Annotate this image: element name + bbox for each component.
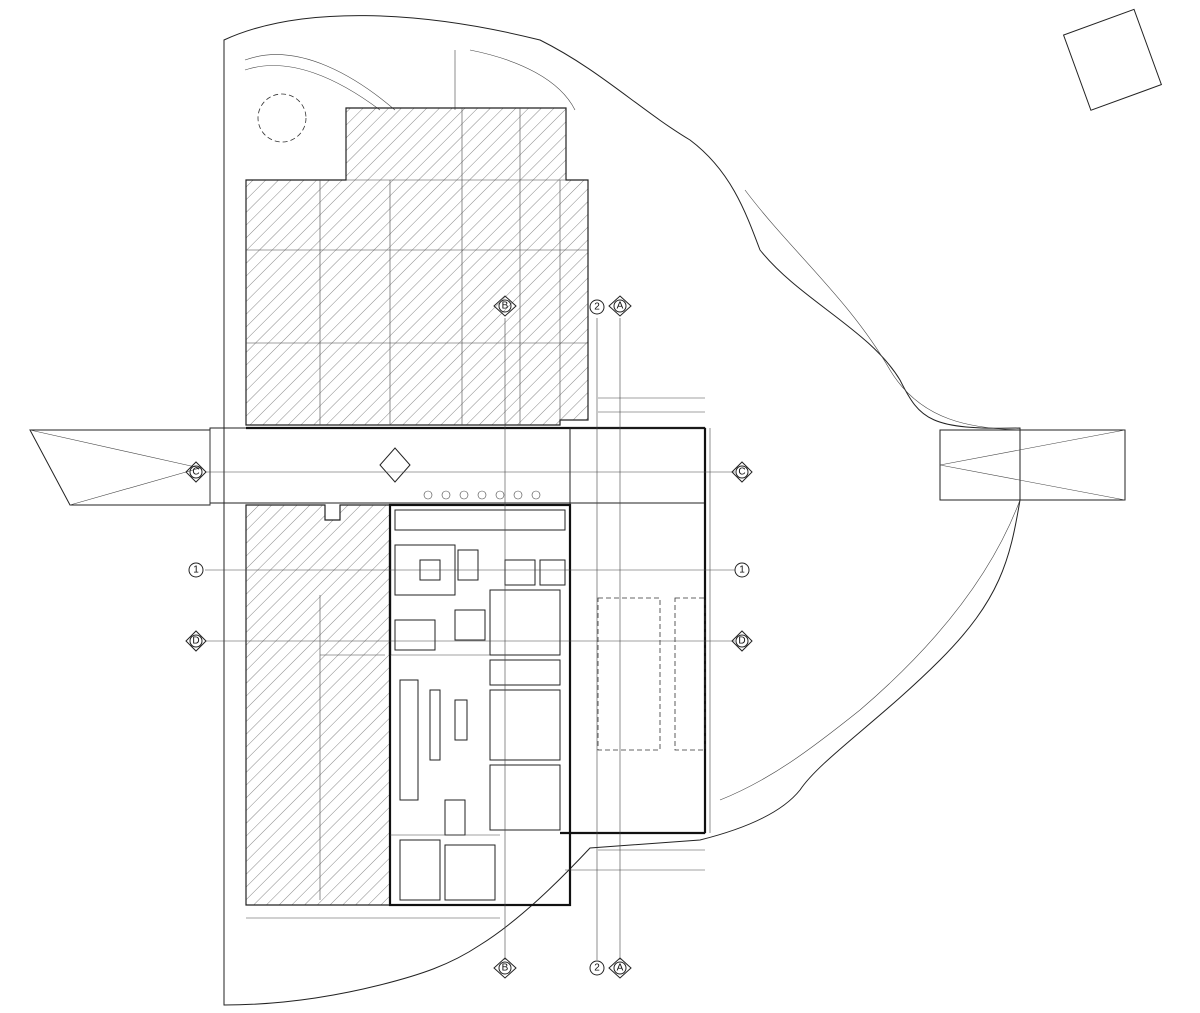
grid-marker-label: B [502,963,509,974]
grid-marker-label: 1 [739,565,745,576]
grid-marker-label: D [192,636,199,647]
grid-marker-top-a: A [608,295,632,317]
grid-marker-right-d: D [731,630,753,652]
site-structure-outline [1062,8,1163,111]
tree-outline [257,93,307,143]
lower-hatched-area [245,504,391,906]
grid-marker-label: 2 [594,302,600,313]
grid-marker-bottom-2: 2 [589,960,605,976]
grid-marker-top-b: B [493,295,517,317]
grid-marker-right-c: C [731,461,753,483]
grid-marker-label: B [502,301,509,312]
grid-marker-bottom-b: B [493,957,517,979]
grid-marker-left-d: D [185,630,207,652]
east-open-area [560,427,711,835]
upper-hatched-area [245,107,589,426]
dimension-lines [209,397,705,919]
grid-marker-label: A [617,963,624,974]
grid-marker-bottom-a: A [608,957,632,979]
grid-marker-label: A [617,301,624,312]
site-boundary [223,15,1031,1006]
grid-marker-label: D [738,636,745,647]
grid-marker-label: 1 [193,565,199,576]
grid-marker-top-2: 2 [589,299,605,315]
main-corridor [209,426,706,504]
lower-area-interior-lines [319,595,385,900]
grid-lines [205,318,735,960]
grid-marker-left-c: C [185,461,207,483]
interior-rooms [388,503,572,907]
grid-marker-left-1: 1 [188,562,204,578]
grid-marker-label: 2 [594,963,600,974]
east-entry-wedge [939,429,1126,501]
grid-marker-right-1: 1 [734,562,750,578]
grid-marker-label: C [192,467,199,478]
grid-marker-label: C [738,467,745,478]
west-entry-wedge [29,429,211,506]
upper-area-interior-lines [246,108,588,425]
